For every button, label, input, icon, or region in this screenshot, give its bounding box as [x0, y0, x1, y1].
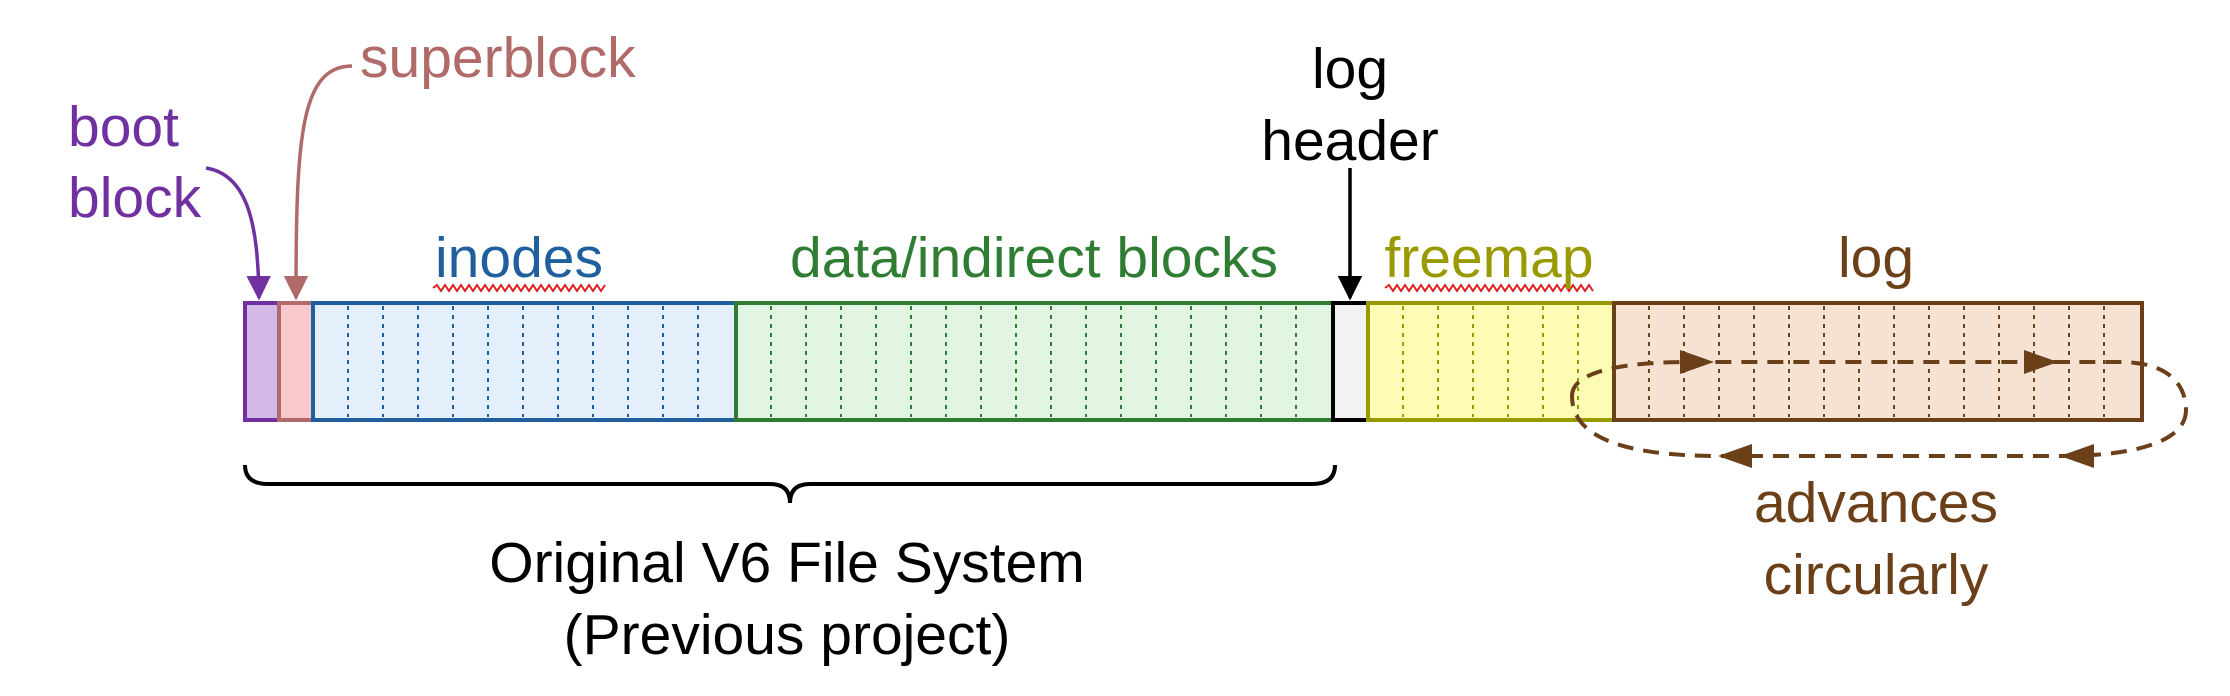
superblock-label: superblock [360, 26, 636, 90]
circular-advance-path [1570, 350, 2188, 468]
advances-label-line1: advances [1754, 471, 1998, 535]
superblock-region [277, 301, 315, 422]
circular-path-arrow-right-2 [2024, 350, 2058, 374]
original-fs-brace [243, 464, 1337, 504]
inodes-block-divisions [347, 306, 699, 417]
boot-block-region [243, 301, 281, 422]
log-header-label-line1: log [1312, 37, 1388, 101]
freemap-block-divisions [1402, 306, 1579, 417]
data-indirect-blocks-label: data/indirect blocks [790, 226, 1278, 290]
inodes-label: inodes [435, 226, 603, 290]
data-indirect-blocks-region [734, 301, 1335, 422]
freemap-label: freemap [1384, 226, 1593, 290]
log-header-label-line2: header [1261, 109, 1439, 173]
circular-path-arrow-left-2 [1718, 444, 1752, 468]
superblock-pointer-arrow [283, 64, 353, 301]
boot-label-line2: block [68, 166, 202, 230]
log-header-region [1331, 301, 1370, 422]
log-label: log [1838, 226, 1914, 290]
data-block-divisions [770, 306, 1297, 417]
freemap-spell-squiggle [1384, 283, 1594, 293]
inodes-region [311, 301, 738, 422]
circular-path-bottom [1570, 395, 2188, 458]
boot-block-pointer-arrow [205, 166, 271, 301]
circular-path-arrow-left-1 [2060, 444, 2094, 468]
circular-path-arrow-right-1 [1680, 350, 1714, 374]
advances-label-line2: circularly [1764, 543, 1989, 607]
inodes-spell-squiggle [432, 283, 606, 293]
original-fs-label-line1: Original V6 File System [489, 531, 1085, 595]
original-fs-label-line2: (Previous project) [564, 603, 1011, 667]
boot-label-line1: boot [68, 95, 179, 159]
